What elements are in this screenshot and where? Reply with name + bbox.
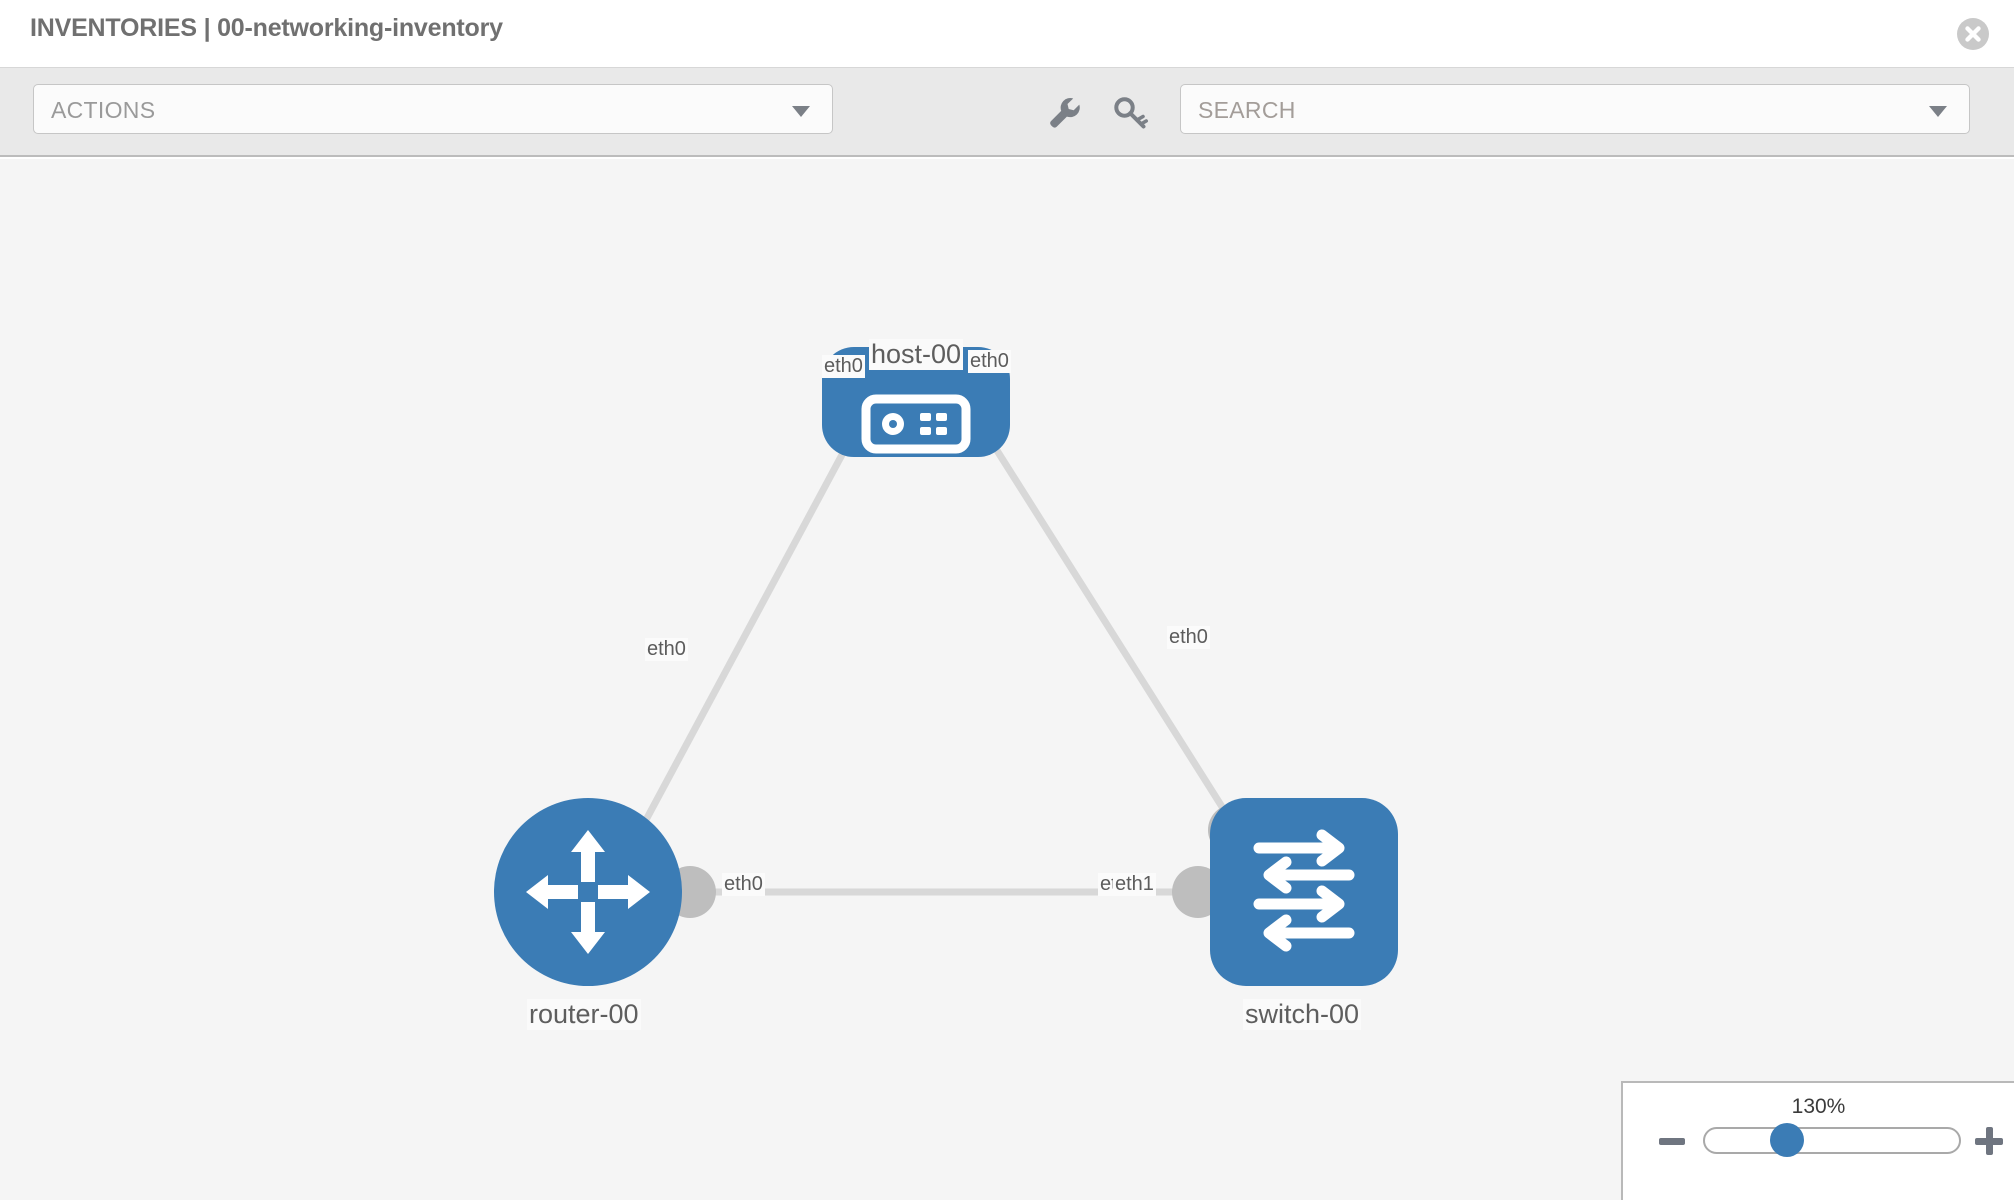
link-host-router — [621, 382, 884, 861]
chevron-down-icon — [792, 106, 810, 117]
search-chevron-down-icon[interactable] — [1929, 106, 1947, 117]
plus-icon[interactable] — [1975, 1127, 2003, 1155]
zoom-slider-thumb[interactable] — [1770, 1123, 1804, 1157]
node-label-router: router-00 — [527, 999, 641, 1030]
server-icon — [861, 394, 971, 454]
zoom-control-panel: 130% — [1621, 1081, 2014, 1200]
iface-label-host-right: eth0 — [968, 350, 1011, 373]
interface-nubs — [664, 398, 1260, 918]
zoom-percent-label: 130% — [1791, 1095, 1846, 1118]
topology-canvas[interactable]: host-00 router-00 switch-00 eth0 eth0 et… — [0, 159, 2014, 1200]
iface-label-switch-up: eth0 — [1167, 626, 1210, 649]
node-router-00[interactable] — [494, 798, 682, 986]
router-icon — [526, 830, 650, 954]
iface-label-router-up: eth0 — [645, 638, 688, 661]
close-icon[interactable] — [1957, 18, 1989, 50]
iface-label-router-right: eth0 — [722, 873, 765, 896]
wrench-icon[interactable] — [1043, 92, 1085, 134]
topology-graph — [494, 347, 1398, 986]
minus-icon[interactable] — [1659, 1138, 1685, 1145]
search-input[interactable]: SEARCH — [1180, 84, 1970, 134]
topology-links — [621, 382, 1258, 896]
zoom-slider-track[interactable] — [1703, 1127, 1961, 1154]
node-label-switch: switch-00 — [1243, 999, 1362, 1030]
actions-dropdown-label: ACTIONS — [51, 97, 156, 123]
search-placeholder: SEARCH — [1198, 97, 1296, 123]
switch-icon — [1253, 829, 1355, 952]
iface-label-host-left: eth0 — [822, 355, 865, 378]
page-title: INVENTORIES | 00-networking-inventory — [30, 14, 503, 42]
node-label-host: host-00 — [869, 339, 964, 370]
actions-dropdown[interactable]: ACTIONS — [33, 84, 833, 134]
page-header: INVENTORIES | 00-networking-inventory — [0, 0, 2014, 68]
iface-label-switch-left-b: eth1 — [1113, 873, 1156, 896]
node-host-00[interactable] — [822, 347, 1010, 457]
key-icon[interactable] — [1109, 92, 1151, 134]
node-switch-00[interactable] — [1210, 798, 1398, 986]
link-host-switch — [952, 382, 1258, 861]
